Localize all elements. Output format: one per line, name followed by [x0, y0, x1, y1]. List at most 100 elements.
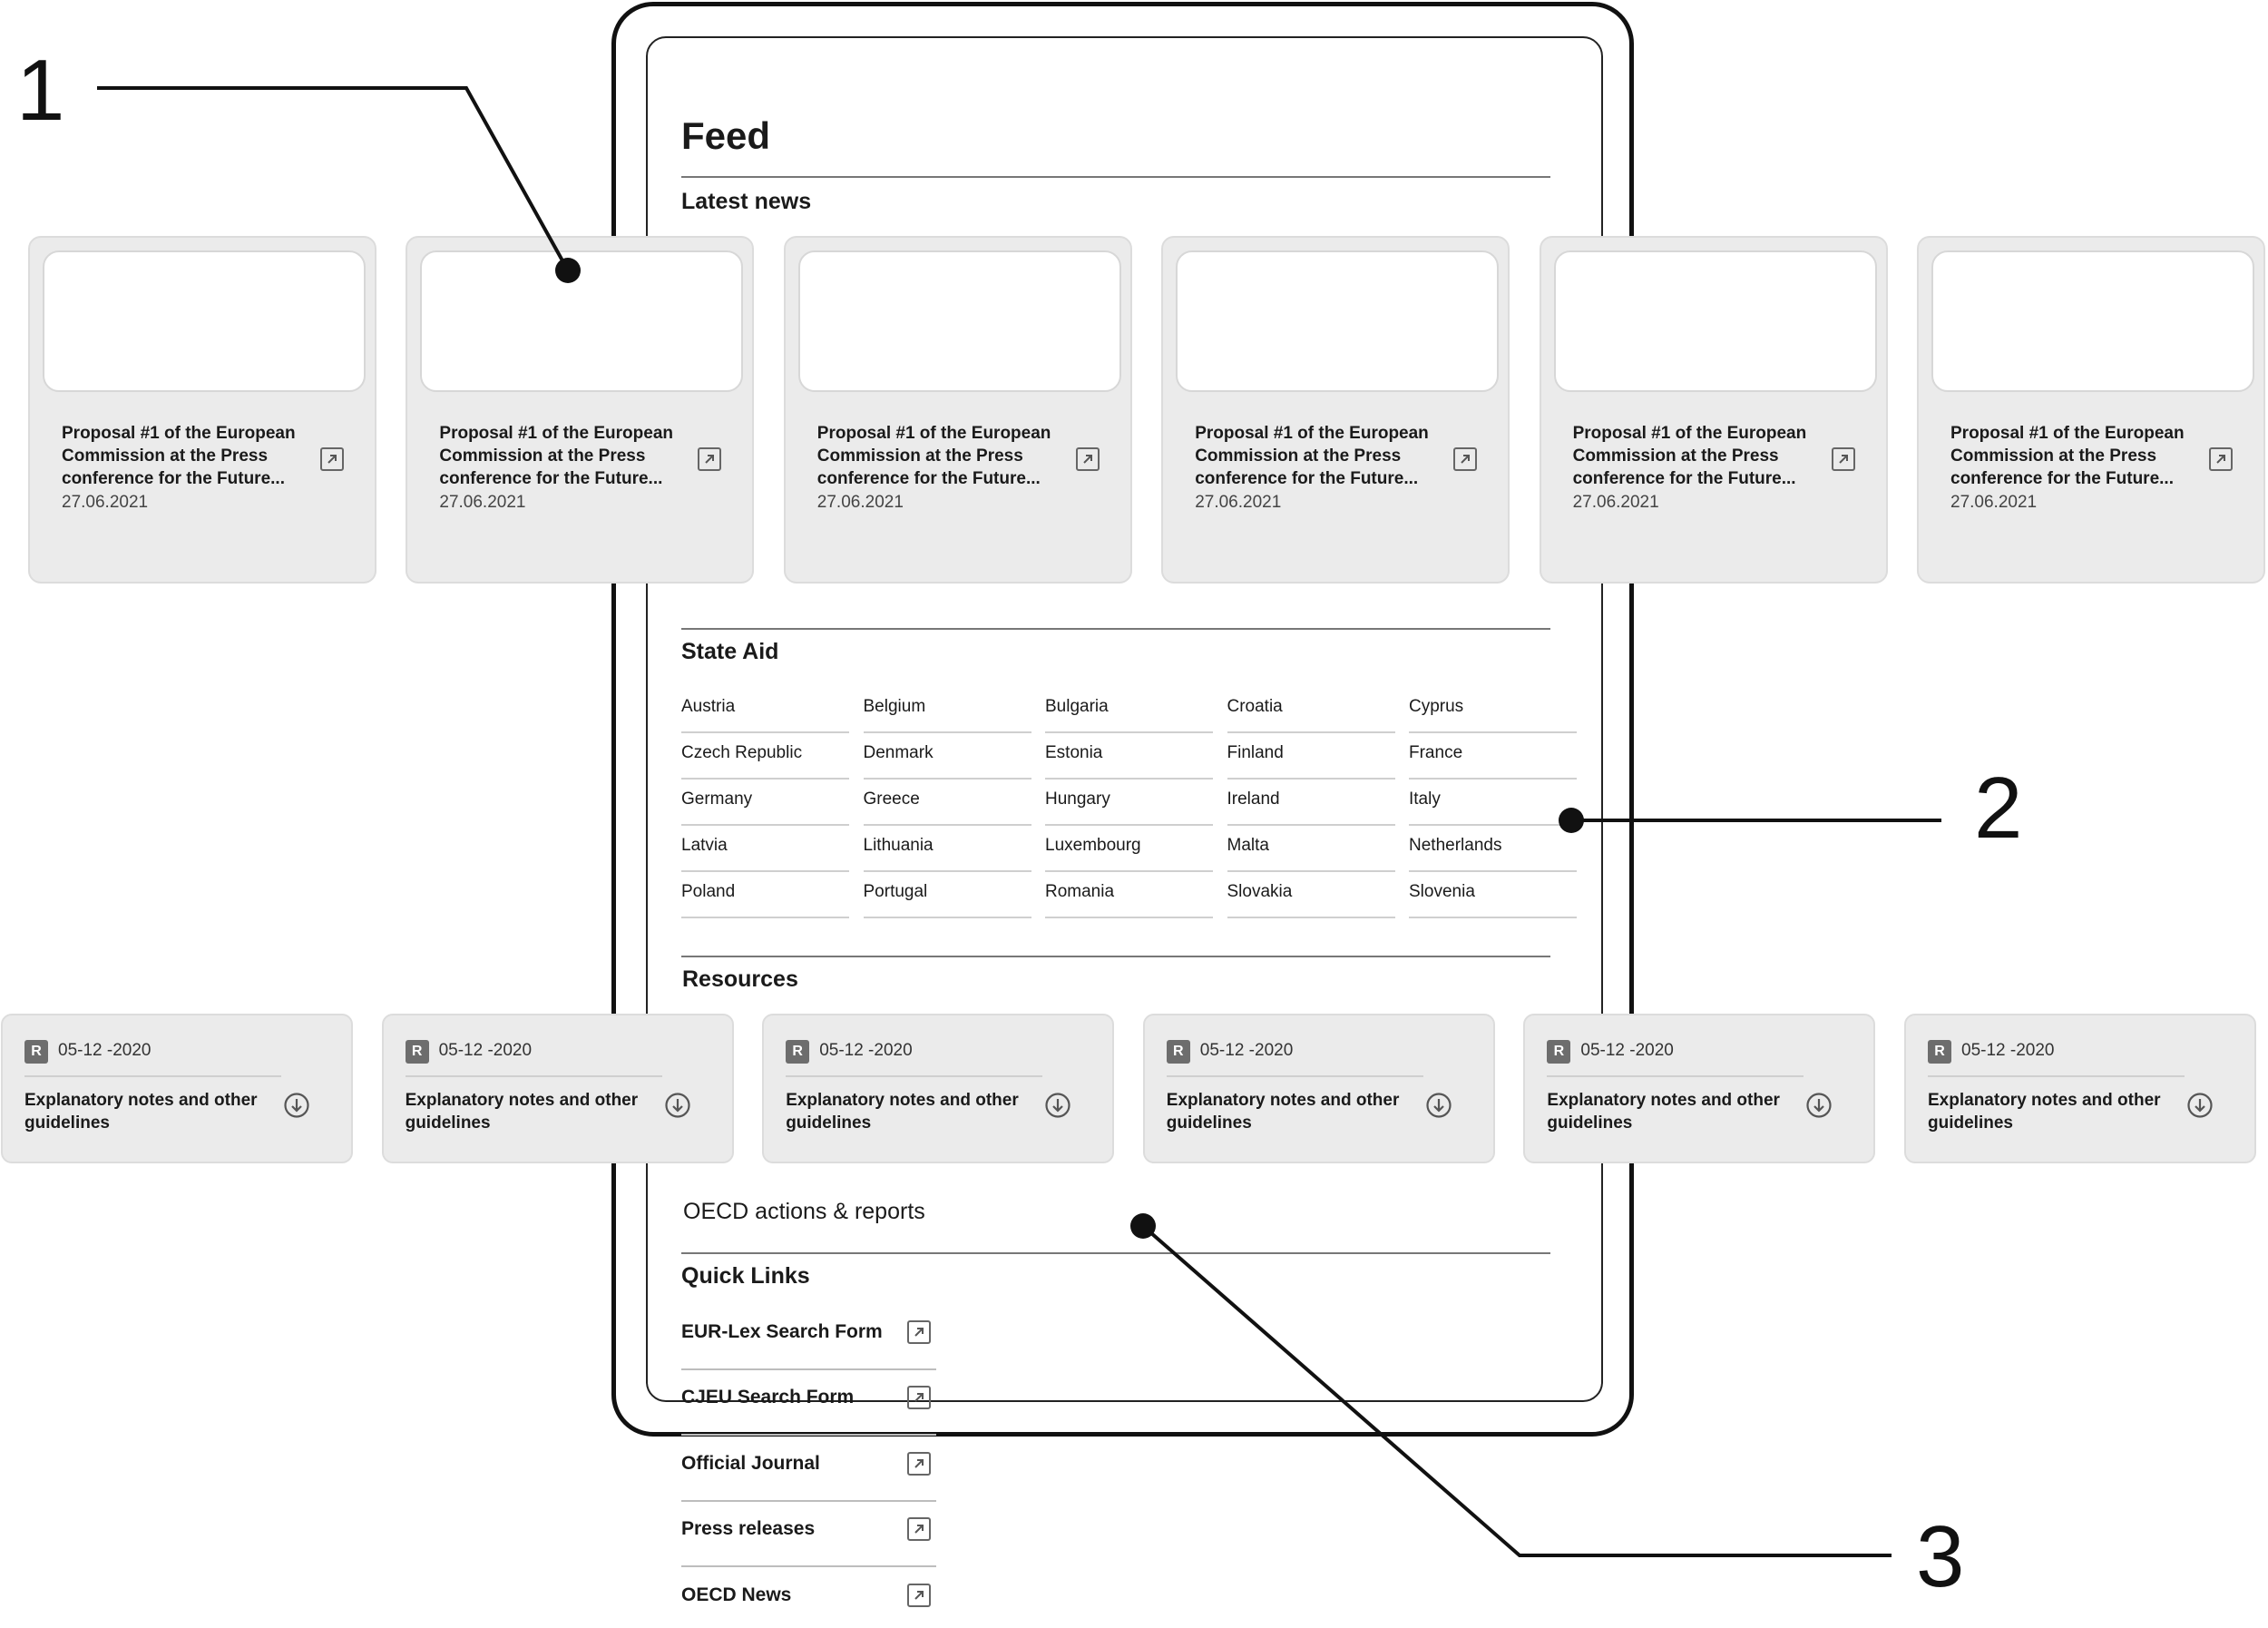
state-aid-country-link[interactable]: Luxembourg: [1045, 826, 1213, 872]
quick-link[interactable]: Official Journal: [681, 1437, 936, 1502]
resource-date: 05-12 -2020: [438, 1041, 533, 1060]
news-thumbnail: [420, 250, 744, 392]
external-link-icon[interactable]: [1453, 447, 1478, 471]
state-aid-country-link[interactable]: Slovenia: [1409, 872, 1577, 918]
state-aid-country-link[interactable]: Austria: [681, 687, 849, 733]
state-aid-country-link[interactable]: Malta: [1227, 826, 1395, 872]
state-aid-country-link[interactable]: Finland: [1227, 733, 1395, 780]
resource-title: Explanatory notes and other guidelines: [1547, 1091, 1780, 1133]
news-date: 27.06.2021: [1195, 493, 1282, 512]
download-icon[interactable]: [2186, 1092, 2214, 1119]
state-aid-country-link[interactable]: Hungary: [1045, 780, 1213, 826]
state-aid-country-link[interactable]: Netherlands: [1409, 826, 1577, 872]
resources-heading: Resources: [682, 966, 798, 992]
news-date: 27.06.2021: [439, 493, 526, 512]
external-link-icon[interactable]: [907, 1451, 931, 1476]
state-aid-country-link[interactable]: Belgium: [863, 687, 1031, 733]
resource-date: 05-12 -2020: [1961, 1041, 2055, 1060]
state-aid-country-link[interactable]: Italy: [1409, 780, 1577, 826]
resource-badge: R: [1928, 1040, 1951, 1064]
state-aid-country-link[interactable]: Cyprus: [1409, 687, 1577, 733]
resource-badge: R: [786, 1040, 810, 1064]
state-aid-country-link[interactable]: Slovakia: [1227, 872, 1395, 918]
resource-divider: [24, 1075, 281, 1077]
external-link-icon[interactable]: [907, 1583, 931, 1607]
news-card[interactable]: Proposal #1 of the European Commission a…: [28, 236, 376, 584]
download-icon[interactable]: [1044, 1092, 1071, 1119]
resource-badge: R: [1547, 1040, 1571, 1064]
state-aid-country-link[interactable]: Lithuania: [863, 826, 1031, 872]
quick-link[interactable]: OECD News: [681, 1568, 936, 1628]
state-aid-country-link[interactable]: Germany: [681, 780, 849, 826]
quick-link-label: CJEU Search Form: [681, 1387, 855, 1408]
news-card[interactable]: Proposal #1 of the European Commission a…: [1539, 236, 1888, 584]
quick-link[interactable]: EUR-Lex Search Form: [681, 1305, 936, 1370]
state-aid-country-link[interactable]: Portugal: [863, 872, 1031, 918]
download-icon[interactable]: [283, 1092, 310, 1119]
state-aid-country-link[interactable]: Latvia: [681, 826, 849, 872]
state-aid-country-link[interactable]: Bulgaria: [1045, 687, 1213, 733]
callout-3: 3: [1916, 1508, 1965, 1605]
news-date: 27.06.2021: [1572, 493, 1659, 512]
quick-link[interactable]: Press releases: [681, 1502, 936, 1568]
state-aid-heading: State Aid: [681, 639, 779, 664]
quick-link-label: EUR-Lex Search Form: [681, 1321, 883, 1342]
news-title: Proposal #1 of the European Commission a…: [816, 424, 1051, 488]
state-aid-country-link[interactable]: Denmark: [863, 733, 1031, 780]
news-thumbnail: [1553, 250, 1877, 392]
resource-divider: [1166, 1075, 1423, 1077]
news-card[interactable]: Proposal #1 of the European Commission a…: [1161, 236, 1510, 584]
quick-link-label: OECD News: [681, 1584, 792, 1605]
external-link-icon[interactable]: [907, 1517, 931, 1542]
news-thumbnail: [797, 250, 1121, 392]
callout-1: 1: [16, 42, 65, 139]
state-aid-country-link[interactable]: France: [1409, 733, 1577, 780]
quick-link-label: Press releases: [681, 1518, 816, 1540]
news-date: 27.06.2021: [62, 493, 149, 512]
external-link-icon[interactable]: [320, 447, 344, 471]
state-aid-country-link[interactable]: Poland: [681, 872, 849, 918]
external-link-icon[interactable]: [1831, 447, 1855, 471]
external-link-icon[interactable]: [2209, 447, 2233, 471]
quick-link[interactable]: CJEU Search Form: [681, 1370, 936, 1437]
state-aid-country-link[interactable]: Estonia: [1045, 733, 1213, 780]
resource-badge: R: [24, 1040, 48, 1064]
news-thumbnail: [1931, 250, 2254, 392]
download-icon[interactable]: [664, 1092, 691, 1119]
resource-title: Explanatory notes and other guidelines: [405, 1091, 639, 1133]
news-title: Proposal #1 of the European Commission a…: [439, 424, 673, 488]
state-aid-country-link[interactable]: Croatia: [1227, 687, 1395, 733]
external-link-icon[interactable]: [907, 1320, 931, 1344]
state-aid-country-link[interactable]: Greece: [863, 780, 1031, 826]
resource-title: Explanatory notes and other guidelines: [786, 1091, 1019, 1133]
news-card[interactable]: Proposal #1 of the European Commission a…: [1917, 236, 2265, 584]
resource-date: 05-12 -2020: [58, 1041, 152, 1060]
state-aid-country-link[interactable]: Czech Republic: [681, 733, 849, 780]
resource-title: Explanatory notes and other guidelines: [24, 1091, 258, 1133]
news-date: 27.06.2021: [1950, 493, 2038, 512]
resource-divider: [405, 1075, 662, 1077]
external-link-icon[interactable]: [698, 447, 722, 471]
callout-2: 2: [1974, 760, 2023, 857]
download-icon[interactable]: [1805, 1092, 1833, 1119]
news-card[interactable]: Proposal #1 of the European Commission a…: [783, 236, 1132, 584]
state-aid-country-link[interactable]: Romania: [1045, 872, 1213, 918]
resources-divider: [681, 956, 1550, 957]
external-link-icon[interactable]: [1075, 447, 1100, 471]
resource-title: Explanatory notes and other guidelines: [1928, 1091, 2161, 1133]
state-aid-country-link[interactable]: Ireland: [1227, 780, 1395, 826]
oecd-actions-link[interactable]: OECD actions & reports: [683, 1199, 925, 1224]
news-title: Proposal #1 of the European Commission a…: [1572, 424, 1807, 488]
download-icon[interactable]: [1425, 1092, 1452, 1119]
resource-badge: R: [405, 1040, 429, 1064]
external-link-icon[interactable]: [907, 1386, 931, 1410]
page-title: Feed: [681, 114, 771, 157]
news-date: 27.06.2021: [816, 493, 904, 512]
news-card[interactable]: Proposal #1 of the European Commission a…: [406, 236, 755, 584]
